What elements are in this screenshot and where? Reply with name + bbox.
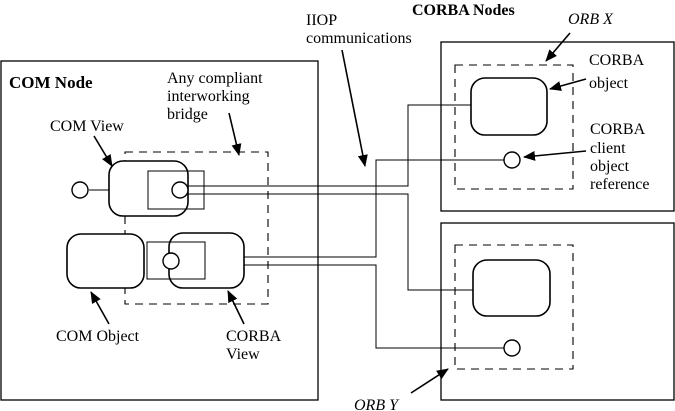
corba-view-com-proxy-box [146,241,206,280]
com-view-interface-lollipop [71,181,89,199]
orb-y-corba-object-box [472,259,551,317]
com-view-proxy-box [147,170,205,210]
orb-x-client-reference-circle [503,151,521,169]
corba-view-label-line2: View [226,346,260,363]
corba-object-arrow [549,78,587,91]
orb-x-dashed-box [454,64,574,190]
orb-y-label: ORB Y [354,397,400,411]
iiop-line-comview-to-orby-object [188,193,473,291]
com-object-arrow [90,291,110,325]
bridge-label-line3: bridge [167,106,208,123]
iiop-line-corbaview-to-orby-client [244,264,504,349]
com-node-box [0,60,319,401]
com-object-label: COM Object [56,328,140,345]
bridge-arrow [228,112,242,156]
iiop-arrow [341,49,368,167]
corba-view-com-interface-circle [162,252,180,270]
corba-view-arrow [227,290,245,325]
orb-y-client-reference-circle [503,339,521,357]
client-ref-label-line3: object [590,158,630,175]
bridge-label-line1: Any compliant [167,70,263,87]
com-node-label: COM Node [9,73,93,92]
iiop-label-line1: IIOP [306,12,337,29]
client-ref-arrow [523,150,587,161]
com-view-reference-circle [171,181,189,199]
corba-object-box [470,77,548,136]
corba-object-label-line2: object [589,75,629,92]
corba-view-label-line1: CORBA [226,328,282,345]
corba-view-box [168,232,245,289]
com-view-label: COM View [50,118,124,135]
orb-y-dashed-box [454,244,574,370]
orb-y-arrow [410,368,449,394]
bridge-label-line2: interworking [167,88,250,105]
client-ref-label-line4: reference [590,176,650,193]
corba-nodes-label: CORBA Nodes [412,2,515,19]
client-ref-label-line2: client [590,140,626,157]
iiop-line-corbaview-to-orbx-client [244,159,504,258]
orb-x-arrow [545,32,571,62]
iiop-line-comview-to-orbx-object-a [188,104,471,187]
iiop-label-line2: communications [306,30,412,47]
interworking-bridge-dashed-box [124,151,269,305]
corba-object-label-line1: CORBA [589,52,645,69]
orb-x-label: ORB X [568,11,614,28]
corba-node-x-box [440,41,675,212]
com-object-box [66,233,145,289]
corba-node-y-box [440,222,675,401]
com-view-arrow [93,135,113,167]
client-ref-label-line1: CORBA [590,121,646,138]
